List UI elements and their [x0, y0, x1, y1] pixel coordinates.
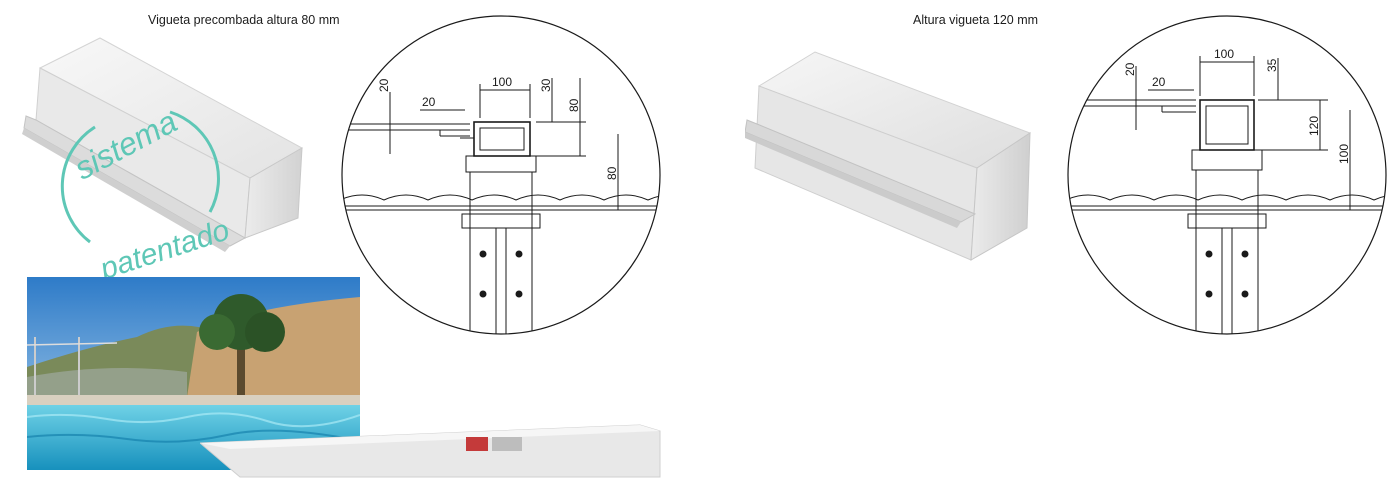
dim-right-4: 35 [1265, 58, 1279, 72]
dim-left-4: 30 [539, 78, 553, 92]
detail-circle-right [1067, 15, 1387, 335]
stamp-arc-left [60, 125, 96, 244]
caption-left: Vigueta precombada altura 80 mm [148, 13, 340, 27]
dim-right-3: 100 [1214, 47, 1234, 61]
detail-drawing-left: 20 20 100 30 80 80 [341, 15, 661, 335]
dim-right-2: 20 [1152, 75, 1166, 89]
dim-right-6: 100 [1337, 144, 1351, 164]
caption-right: Altura vigueta 120 mm [913, 13, 1039, 27]
dim-left-6: 80 [605, 166, 619, 180]
joist-profile-right [745, 51, 1032, 261]
stamp-word-top: sistema [68, 103, 182, 187]
patent-stamp: sistema patentado [60, 103, 230, 282]
dim-right-5: 120 [1307, 116, 1321, 136]
dim-left-3: 100 [492, 75, 512, 89]
dim-right-1: 20 [1123, 62, 1137, 76]
stamp-word-bottom: patentado [95, 214, 230, 282]
beam-label-grey [492, 437, 522, 451]
dim-left-5: 80 [567, 98, 581, 112]
dim-left-1: 20 [377, 78, 391, 92]
joist-profile-left [22, 37, 304, 252]
detail-drawing-right: 20 20 100 35 120 100 [1067, 15, 1387, 335]
dim-left-2: 20 [422, 95, 436, 109]
beam-perspective [200, 424, 661, 478]
pool-photo [27, 277, 360, 470]
beam-label-red [466, 437, 488, 451]
stamp-arc-right [169, 110, 220, 213]
